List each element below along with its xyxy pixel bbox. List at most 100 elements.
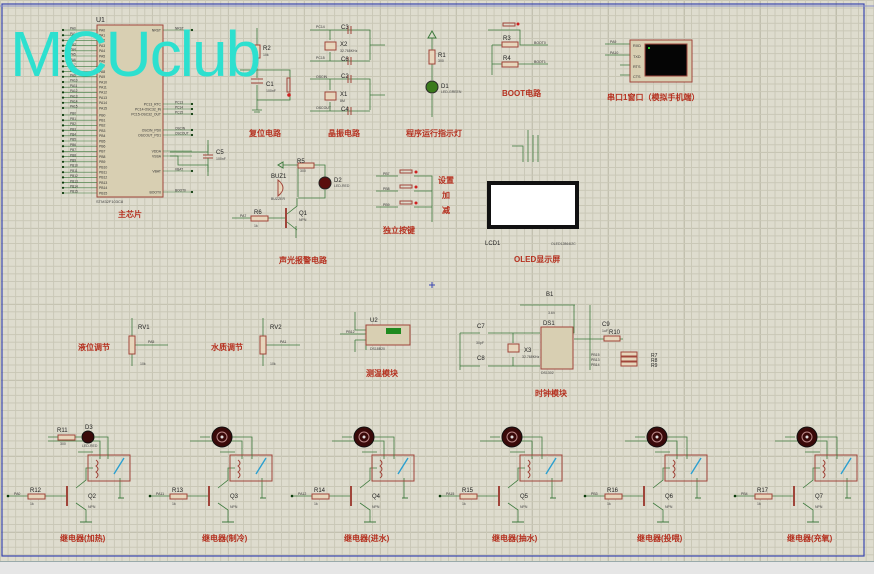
- mcu-net-vbat: VBAT: [175, 167, 183, 171]
- relay-resistor-value: 1k: [607, 502, 611, 506]
- run-led-circuit[interactable]: R1 300 D1 LED-GREEN 程序运行指示灯: [406, 29, 462, 138]
- net-pb7: PB7: [383, 172, 390, 176]
- mcu-net-boot0: BOOT0: [175, 188, 186, 192]
- led-resistor-value: 300: [60, 442, 66, 446]
- lcd1-ref: LCD1: [485, 241, 501, 247]
- c9-ref: C9: [602, 322, 610, 328]
- mcu-pin-pb11: PB11: [99, 171, 107, 175]
- c1-ref: C1: [266, 82, 274, 88]
- sheet-border: [1, 3, 865, 557]
- relay-title: 继电器(加热): [60, 533, 106, 543]
- mcu-pin-pa12: PA12: [99, 91, 107, 95]
- x3-value: 32.768KHz: [522, 355, 540, 359]
- relay-transistor-type: NPN: [665, 505, 673, 509]
- mcu-net-pa2: PA2: [70, 37, 76, 41]
- mcu-pin-pb13: PB13: [99, 181, 107, 185]
- mcu-pin-pa2: PA2: [99, 39, 105, 43]
- relay-net: PA12: [298, 492, 306, 496]
- mcu-net-pb8: PB8: [70, 153, 76, 157]
- mcu-net-pb7: PB7: [70, 148, 76, 152]
- r9-ref: R9: [651, 363, 658, 369]
- relay-resistor-ref: R17: [757, 488, 769, 494]
- d2-ref: D2: [334, 178, 342, 184]
- boot-circuit[interactable]: R3 R4 BOOT0 BOOT1 BOOT电路: [488, 22, 548, 99]
- mcu-pin-pb1: PB1: [99, 119, 106, 123]
- relay-transistor-type: NPN: [230, 505, 238, 509]
- mcu-pin-pb10: PB10: [99, 165, 107, 169]
- mcu-net-oscout: OSCOUT: [175, 131, 189, 135]
- relay-transistor-ref: Q4: [372, 494, 381, 500]
- mcu-pin-pa6: PA6: [99, 60, 105, 64]
- mcu-pin-pa11: PA11: [99, 86, 107, 90]
- net-pc15: PC15: [316, 56, 325, 60]
- mcu-pin-boot0: BOOT0: [150, 190, 162, 194]
- mcu-net-pb3: PB3: [70, 127, 76, 131]
- mcu-pin-pb6: PB6: [99, 145, 106, 149]
- uart-terminal[interactable]: RXD TXD RTS CTS PA9 PA10 串口1窗口（模拟手机端）: [605, 39, 699, 102]
- mcu-pin-pb9: PB9: [99, 160, 106, 164]
- relay-transistor-ref: Q6: [665, 494, 674, 500]
- temp-title: 测温模块: [366, 368, 399, 378]
- oled-display[interactable]: LCD1 OLED12864I2C OLED显示屏: [485, 130, 579, 264]
- mcu-pin-pa1: PA1: [99, 34, 105, 38]
- origin-marker: [429, 282, 435, 288]
- r2-value: 10k: [263, 53, 269, 57]
- mcu-pin-pb5: PB5: [99, 139, 106, 143]
- net-boot1: BOOT1: [534, 60, 546, 64]
- mcu-pin-pa7: PA7: [99, 65, 105, 69]
- status-bar: [0, 561, 874, 574]
- b1-ref: B1: [546, 292, 554, 298]
- mcu-net-pa8: PA8: [70, 68, 76, 72]
- mcu-pin-vdda: VDDA: [152, 149, 162, 153]
- alarm-circuit[interactable]: R5 300 BUZ1 BUZZER D2 LED-RED R6 1k Q1 N…: [232, 159, 350, 265]
- mcu-net-pa9: PA9: [70, 74, 76, 78]
- mcu-pin-oscin_pd0: OSCIN_PD0: [142, 128, 161, 132]
- u2-ref: U2: [370, 318, 378, 324]
- relay-net: PB4: [741, 492, 748, 496]
- mcu-net-pa12: PA12: [70, 89, 78, 93]
- reset-circuit[interactable]: R2 10k C1 100nF 复位电路: [240, 28, 291, 138]
- mcu-net-pb15: PB15: [70, 190, 78, 194]
- net-pa5: PA5: [148, 340, 154, 344]
- mcu-pin-pc14-osc32_in: PC14-OSC32_IN: [135, 107, 162, 111]
- r5-value: 300: [300, 169, 306, 173]
- key-label-add: 加: [441, 190, 450, 200]
- key-label-sub: 减: [442, 205, 450, 215]
- c2-ref: C2: [341, 74, 349, 80]
- clock-module[interactable]: B1 3.6V DS1 DS1302 C7 C8 30pF X3 32.768K…: [459, 292, 658, 398]
- mcu-net-pa7: PA7: [70, 63, 76, 67]
- c9-value: 1uF: [602, 329, 608, 333]
- level-pot[interactable]: RV1 10k PA5 液位调节: [78, 318, 168, 366]
- net-pb12: PB12: [346, 330, 355, 334]
- c7-value: 30pF: [476, 341, 484, 345]
- uart-title: 串口1窗口（模拟手机端）: [607, 92, 699, 102]
- mcu-pin-pb3: PB3: [99, 129, 106, 133]
- mcu-net-pc15: PC15: [175, 110, 183, 114]
- r4-ref: R4: [503, 56, 511, 62]
- mcu-chip[interactable]: [96, 24, 164, 198]
- mcu-pin-oscout_pd1: OSCOUT_PD1: [138, 133, 161, 137]
- r7-ref: R7: [651, 353, 658, 359]
- led-ref: D3: [85, 425, 93, 431]
- temp-module[interactable]: U2 DS18B20 PB12 测温模块: [340, 312, 411, 378]
- mcu-block[interactable]: U1 PA0PA0PA1PA1PA2PA2PA3PA3PA4PA4PA5PA5P…: [61, 17, 226, 219]
- crystal-circuit[interactable]: PC14 PC15 OSCIN OSCOUT C3 C6 C2 C4 X2 32…: [310, 25, 385, 138]
- mcu-net-pb14: PB14: [70, 185, 78, 189]
- mcu-net-oscin: OSCIN: [175, 126, 186, 130]
- mcu-net-pa3: PA3: [70, 42, 76, 46]
- crystal-title: 晶振电路: [328, 128, 361, 138]
- c3-ref: C3: [341, 25, 349, 31]
- relay-resistor-ref: R15: [462, 488, 474, 494]
- b1-value: 3.6V: [548, 311, 556, 315]
- quality-pot[interactable]: RV2 10k PA1 水质调节: [210, 318, 300, 366]
- c6-ref: C6: [341, 57, 349, 63]
- keys-circuit[interactable]: PB7 PB8 PB9 设置 加 减 独立按键: [376, 169, 454, 235]
- relay-net: PB3: [591, 492, 598, 496]
